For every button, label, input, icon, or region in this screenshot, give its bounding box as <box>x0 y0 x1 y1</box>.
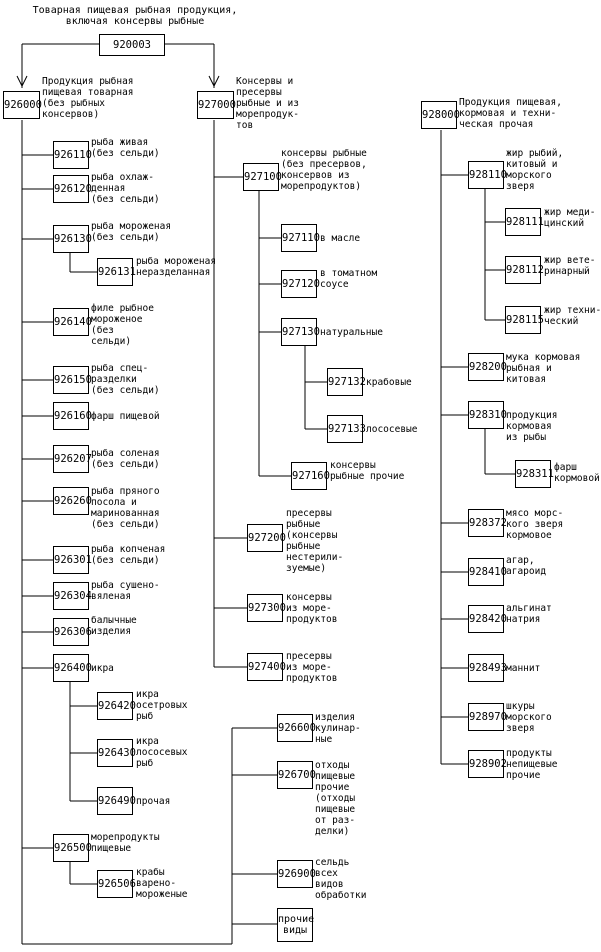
node-928410-label: агар, агароид <box>506 555 547 577</box>
node-926000-label: Продукция рыбная пищевая товарная (без р… <box>42 76 134 120</box>
node-926400-label: икра <box>91 663 114 674</box>
node-927120-box: 927120 <box>281 270 320 298</box>
node-928420-box: 928420 <box>468 605 507 633</box>
node-926120-box: 926120 <box>53 175 92 203</box>
node-926420-box: 926420 <box>97 692 136 720</box>
node-926306-box: 926306 <box>53 618 92 646</box>
node-926900-label: сельдь всех видов обработки <box>315 857 367 901</box>
node-928115-label: жир техни- ческий <box>544 305 601 327</box>
node-928970-label: шкуры морского зверя <box>506 701 552 734</box>
node-928902-box: 928902 <box>468 750 507 778</box>
node-927160-box: 927160 <box>291 462 330 490</box>
node-926700-box: 926700 <box>277 761 316 789</box>
node-926430-label: икра лососевых рыб <box>136 736 188 769</box>
node-927300-label: консервы из море- продуктов <box>286 592 338 625</box>
node-927200-label: пресервы рыбные (консервы рыбные нестери… <box>286 508 344 574</box>
node-926260-label: рыба пряного посола и маринованная (без … <box>91 486 160 530</box>
node-928112-label: жир вете- ринарный <box>544 255 596 277</box>
node-927132-label: крабовые <box>366 377 412 388</box>
node-927132-box: 927132 <box>327 368 366 396</box>
node-926131-box: 926131 <box>97 258 136 286</box>
node-926160-box: 926160 <box>53 402 92 430</box>
node-926506-box: 926506 <box>97 870 136 898</box>
node-926260-box: 926260 <box>53 487 92 515</box>
node-928493-box: 928493 <box>468 654 507 682</box>
node-926150-box: 926150 <box>53 366 92 394</box>
node-927110-label: в масле <box>320 233 361 244</box>
node-926110-label: рыба живая (без сельди) <box>91 137 160 159</box>
node-926304-box: 926304 <box>53 582 92 610</box>
node-926207-label: рыба соленая (без сельди) <box>91 448 160 470</box>
node-928310-box: 928310 <box>468 401 507 429</box>
node-928310-label: продукция кормовая из рыбы <box>506 410 558 443</box>
node-928111-box: 928111 <box>505 208 544 236</box>
node-prochie-vidy-box: прочие виды <box>277 908 314 942</box>
node-926506-label: крабы варено- мороженые <box>136 867 188 900</box>
node-928410-box: 928410 <box>468 558 507 586</box>
node-928311-label: фарш кормовой <box>554 462 600 484</box>
node-928111-label: жир меди- цинский <box>544 207 596 229</box>
node-927100-box: 927100 <box>243 163 282 191</box>
node-926600-label: изделия кулинар- ные <box>315 712 361 745</box>
node-928311-box: 928311 <box>515 460 554 488</box>
node-926700-label: отходы пищевые прочие (отходы пищевые от… <box>315 760 356 837</box>
node-928420-label: альгинат натрия <box>506 603 552 625</box>
node-926131-label: рыба мороженая неразделанная <box>136 256 217 278</box>
node-928902-label: продукты непищевые прочие <box>506 748 558 781</box>
node-926304-label: рыба сушено- вяленая <box>91 580 160 602</box>
node-926306-label: балычные изделия <box>91 615 137 637</box>
node-920003-box: 920003 <box>99 34 165 56</box>
node-927400-label: пресервы из море- продуктов <box>286 651 338 684</box>
node-927160-label: консервы рыбные прочие <box>330 460 405 482</box>
node-928200-box: 928200 <box>468 353 507 381</box>
node-928000-label: Продукция пищевая, кормовая и техни- чес… <box>459 97 562 130</box>
node-926301-box: 926301 <box>53 546 92 574</box>
node-927300-box: 927300 <box>247 594 286 622</box>
node-926140-box: 926140 <box>53 308 92 336</box>
node-926500-box: 926500 <box>53 834 92 862</box>
node-928115-box: 928115 <box>505 306 544 334</box>
node-927400-box: 927400 <box>247 653 286 681</box>
node-928110-box: 928110 <box>468 161 507 189</box>
node-926600-box: 926600 <box>277 714 316 742</box>
node-928372-label: мясо морс- кого зверя кормовое <box>506 508 564 541</box>
node-928372-box: 928372 <box>468 509 507 537</box>
node-926490-label: прочая <box>136 796 171 807</box>
node-926430-box: 926430 <box>97 739 136 767</box>
node-928200-label: мука кормовая рыбная и китовая <box>506 352 581 385</box>
node-928493-label: маннит <box>506 663 541 674</box>
node-926160-label: фарш пищевой <box>91 411 160 422</box>
node-927100-label: консервы рыбные (без пресервов, консерво… <box>281 148 367 192</box>
node-926110-box: 926110 <box>53 141 92 169</box>
node-926207-box: 926207 <box>53 445 92 473</box>
node-928110-label: жир рыбий, китовый и морского зверя <box>506 148 564 192</box>
node-927130-box: 927130 <box>281 318 320 346</box>
node-926130-label: рыба мороженая (без сельди) <box>91 221 172 243</box>
node-926120-label: рыба охлаж- денная (без сельди) <box>91 172 160 205</box>
node-926301-label: рыба копченая (без сельди) <box>91 544 166 566</box>
node-926130-box: 926130 <box>53 225 92 253</box>
node-926420-label: икра осетровых рыб <box>136 689 188 722</box>
node-928970-box: 928970 <box>468 703 507 731</box>
node-927120-label: в томатном соусе <box>320 268 378 290</box>
node-927133-box: 927133 <box>327 415 366 443</box>
node-926490-box: 926490 <box>97 787 136 815</box>
node-927200-box: 927200 <box>247 524 286 552</box>
node-928000-box: 928000 <box>421 101 460 129</box>
node-926140-label: филе рыбное мороженое (без сельди) <box>91 303 154 347</box>
node-927130-label: натуральные <box>320 327 383 338</box>
node-927110-box: 927110 <box>281 224 320 252</box>
node-926000-box: 926000 <box>3 91 42 119</box>
node-926400-box: 926400 <box>53 654 92 682</box>
node-926500-label: морепродукты пищевые <box>91 832 160 854</box>
node-927000-label: Консервы и пресервы рыбные и из морепрод… <box>236 76 299 131</box>
node-926150-label: рыба спец- разделки (без сельди) <box>91 363 160 396</box>
node-927133-label: лососевые <box>366 424 418 435</box>
node-926900-box: 926900 <box>277 860 316 888</box>
node-927000-box: 927000 <box>197 91 236 119</box>
node-928112-box: 928112 <box>505 256 544 284</box>
diagram-title: Товарная пищевая рыбная продукция, включ… <box>32 5 238 27</box>
